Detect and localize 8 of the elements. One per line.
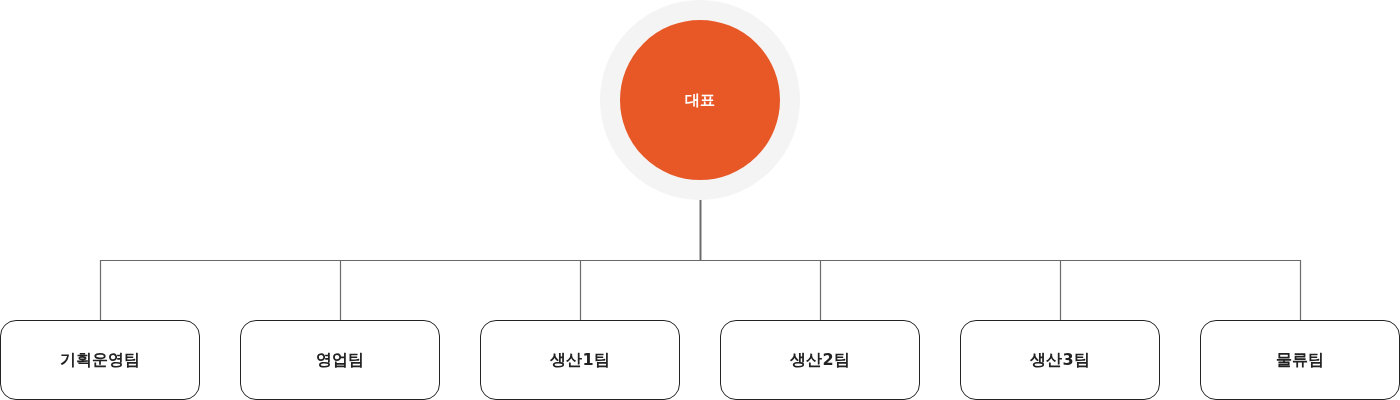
connector-line <box>699 199 1302 321</box>
team-box: 영업팀 <box>240 320 440 400</box>
team-box: 생산3팀 <box>960 320 1160 400</box>
team-box: 생산2팀 <box>720 320 920 400</box>
circle-node: 대표 <box>600 0 800 200</box>
team-box: 생산1팀 <box>480 320 680 400</box>
team-box: 물류팀 <box>1200 320 1400 400</box>
team-box: 기획운영팀 <box>0 320 200 400</box>
